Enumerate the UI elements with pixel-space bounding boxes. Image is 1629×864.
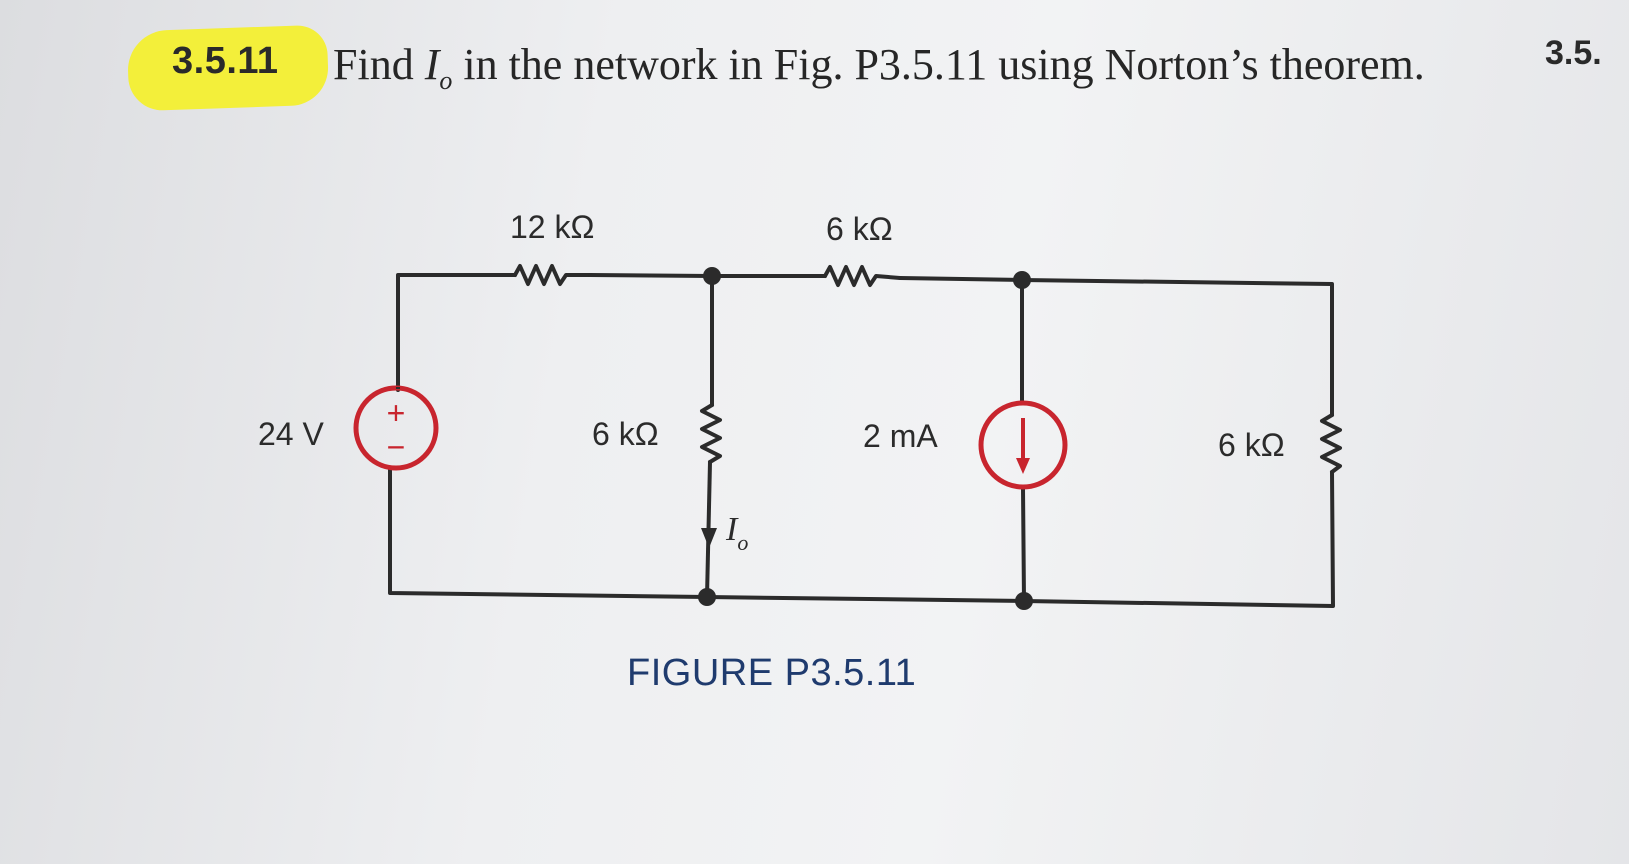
current-source-arrow bbox=[1016, 458, 1030, 474]
next-problem-number: 3.5. bbox=[1545, 34, 1602, 72]
label-r-right: 6 kΩ bbox=[1218, 427, 1285, 463]
current-arrow bbox=[701, 528, 717, 548]
wire-bottom bbox=[388, 466, 1026, 603]
resistor-6k-right bbox=[1320, 413, 1342, 474]
label-r-middle: 6 kΩ bbox=[592, 416, 659, 452]
wire-top-mid-left bbox=[588, 273, 714, 278]
label-r-top-right: 6 kΩ bbox=[826, 211, 893, 247]
node-c bbox=[698, 588, 716, 606]
figure-caption: FIGURE P3.5.11 bbox=[627, 652, 917, 694]
wire-top-right bbox=[898, 276, 1334, 417]
current-source bbox=[978, 400, 1068, 490]
label-current-source: 2 mA bbox=[863, 418, 938, 454]
node-d bbox=[1015, 592, 1033, 610]
wire-cs-bottom bbox=[1021, 486, 1026, 603]
resistor-6k-middle bbox=[700, 403, 722, 464]
node-b bbox=[1013, 271, 1031, 289]
resistor-12k bbox=[513, 264, 592, 286]
label-r-top-left: 12 kΩ bbox=[510, 209, 594, 245]
problem-text-before: Find bbox=[333, 40, 425, 89]
source-minus: − bbox=[387, 429, 406, 465]
problem-statement: Find Io in the network in Fig. P3.5.11 u… bbox=[333, 36, 1463, 110]
wire-right-lower bbox=[1022, 470, 1335, 608]
problem-variable: Io bbox=[424, 40, 453, 95]
wire-top-left bbox=[396, 273, 517, 389]
problem-number: 3.5.11 bbox=[172, 40, 279, 82]
source-plus: + bbox=[387, 395, 406, 431]
node-a bbox=[703, 267, 721, 285]
resistor-6k-top bbox=[823, 265, 902, 287]
label-source-voltage: 24 V bbox=[258, 416, 324, 452]
problem-text-after: in the network in Fig. P3.5.11 using Nor… bbox=[452, 40, 1425, 89]
label-current-io: Io bbox=[725, 511, 748, 555]
